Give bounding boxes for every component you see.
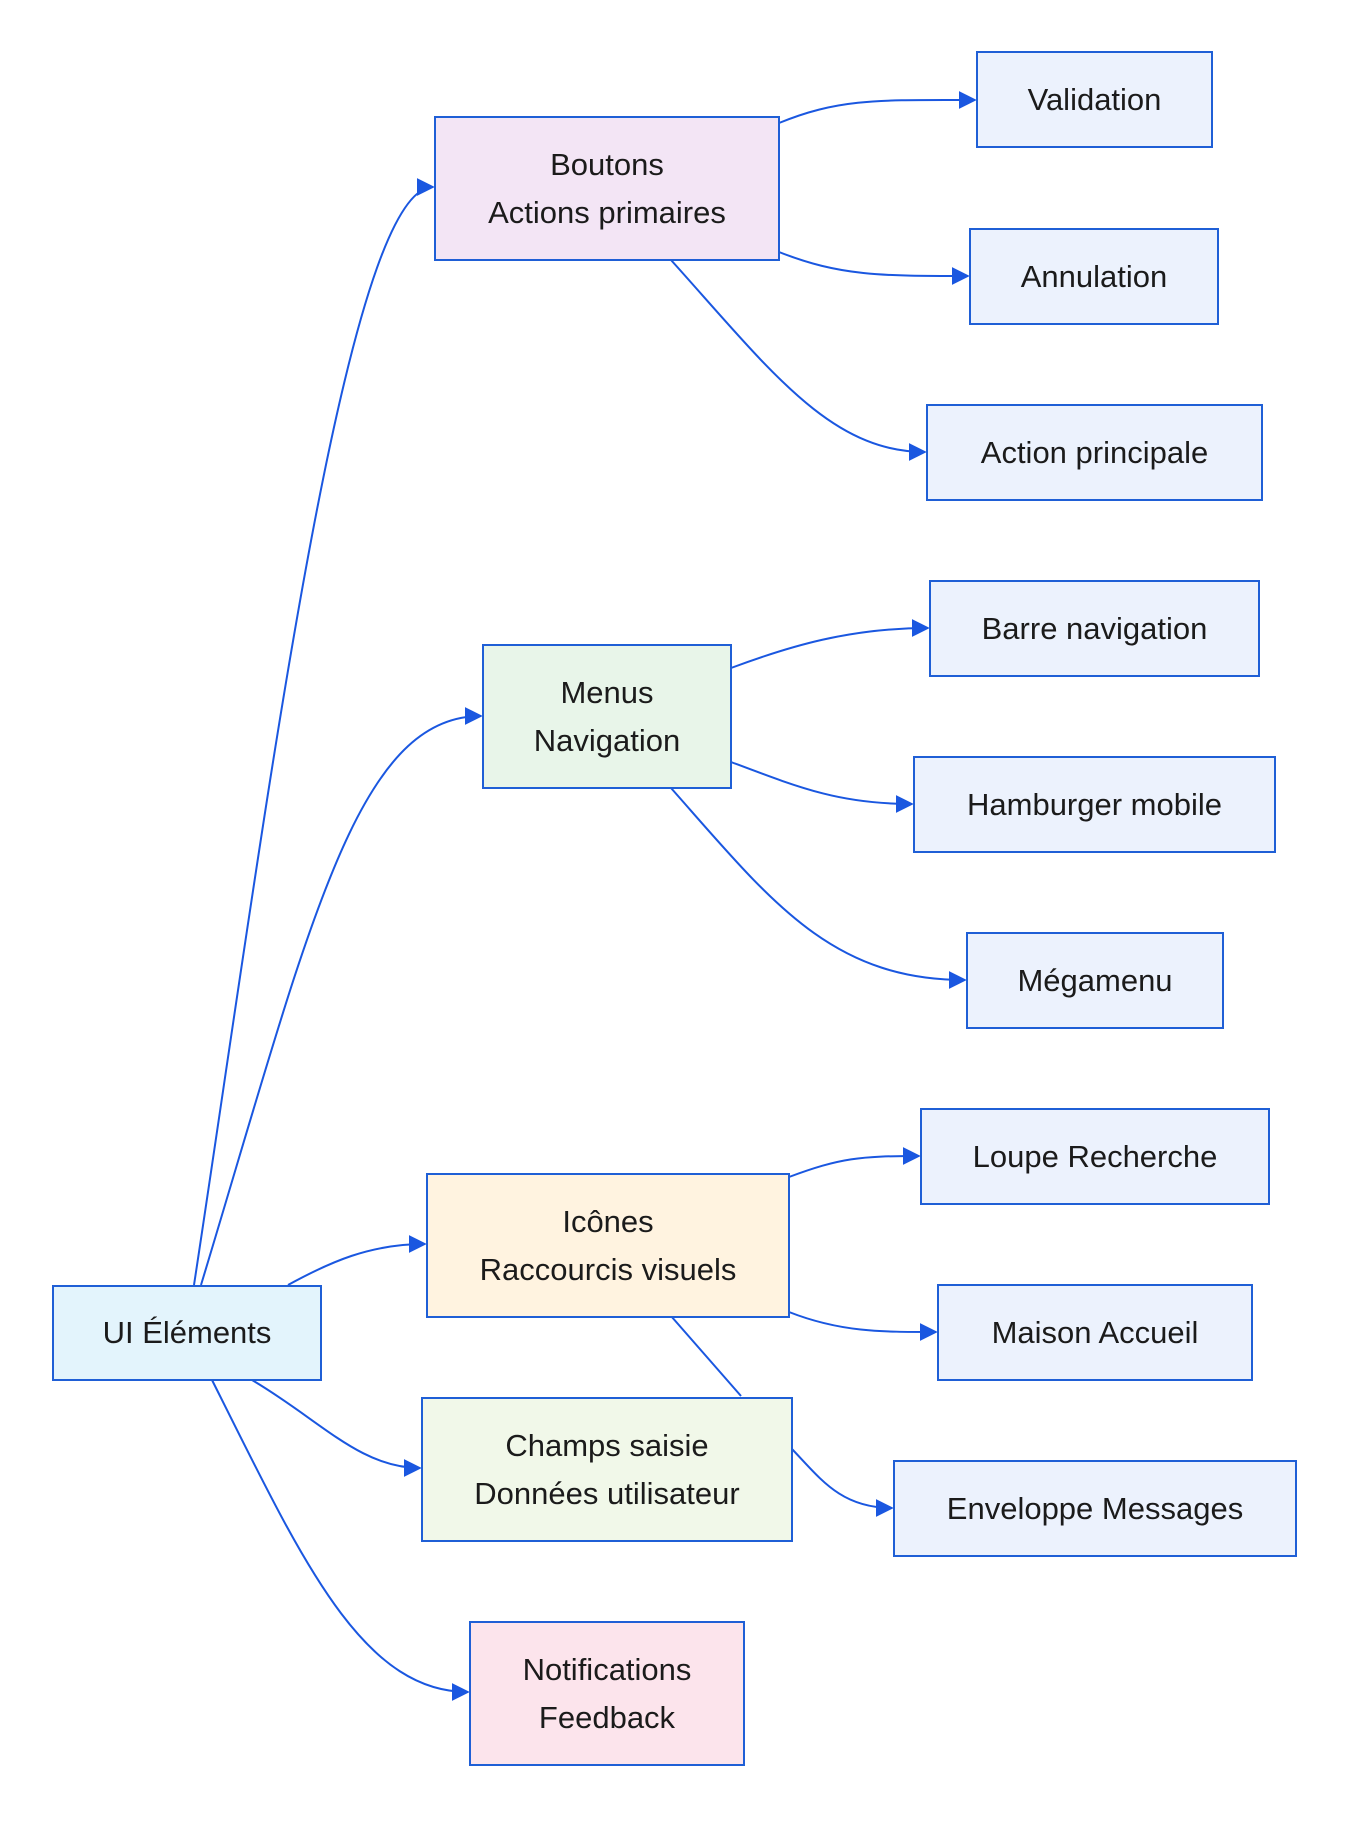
node-notifications-title: Notifications xyxy=(522,1651,692,1687)
edge-root-icones xyxy=(287,1235,427,1286)
edge-menus-megamenu xyxy=(670,787,967,989)
edge-root-menus xyxy=(200,707,483,1286)
node-action-principale-label: Action principale xyxy=(980,434,1209,470)
edge-menus-hamburger xyxy=(730,761,914,813)
node-loupe-recherche-label: Loupe Recherche xyxy=(972,1138,1218,1174)
node-megamenu[interactable]: Mégamenu xyxy=(966,932,1224,1029)
node-barre-navigation-label: Barre navigation xyxy=(981,610,1208,646)
node-icones[interactable]: Icônes Raccourcis visuels xyxy=(426,1173,790,1318)
node-menus-subtitle: Navigation xyxy=(533,722,681,758)
node-annulation-label: Annulation xyxy=(1020,258,1168,294)
edge-boutons-validation xyxy=(778,90,977,124)
node-icones-subtitle: Raccourcis visuels xyxy=(479,1251,737,1287)
node-champs-saisie-subtitle: Données utilisateur xyxy=(474,1475,740,1511)
node-ui-elements-label: UI Éléments xyxy=(102,1315,272,1350)
node-validation-label: Validation xyxy=(1027,81,1162,117)
edge-icones-enveloppe xyxy=(670,1315,892,1508)
node-maison-accueil-label: Maison Accueil xyxy=(991,1314,1199,1350)
node-maison-accueil[interactable]: Maison Accueil xyxy=(937,1284,1253,1381)
node-menus-title: Menus xyxy=(560,674,654,710)
edge-menus-barre-navigation xyxy=(730,619,930,669)
edge-root-boutons xyxy=(193,178,435,1286)
node-action-principale[interactable]: Action principale xyxy=(926,404,1263,501)
node-boutons[interactable]: Boutons Actions primaires xyxy=(434,116,780,261)
edge-boutons-annulation xyxy=(778,251,970,285)
node-validation[interactable]: Validation xyxy=(976,51,1213,148)
node-icones-title: Icônes xyxy=(562,1203,654,1239)
node-hamburger-mobile-label: Hamburger mobile xyxy=(967,786,1222,822)
node-annulation[interactable]: Annulation xyxy=(969,228,1219,325)
node-hamburger-mobile[interactable]: Hamburger mobile xyxy=(913,756,1276,853)
node-notifications-subtitle: Feedback xyxy=(538,1699,676,1735)
node-champs-saisie[interactable]: Champs saisie Données utilisateur xyxy=(421,1397,793,1542)
node-champs-saisie-title: Champs saisie xyxy=(505,1427,709,1463)
edge-root-champs xyxy=(251,1379,422,1477)
edge-boutons-action-principale xyxy=(670,259,927,461)
edge-root-notifications xyxy=(211,1379,470,1701)
node-menus[interactable]: Menus Navigation xyxy=(482,644,732,789)
node-boutons-title: Boutons xyxy=(550,146,664,182)
edge-icones-maison xyxy=(788,1311,938,1341)
node-enveloppe-messages[interactable]: Enveloppe Messages xyxy=(893,1460,1297,1557)
node-ui-elements[interactable]: UI Éléments xyxy=(52,1285,322,1381)
node-megamenu-label: Mégamenu xyxy=(1017,962,1173,998)
node-boutons-subtitle: Actions primaires xyxy=(488,194,726,230)
node-barre-navigation[interactable]: Barre navigation xyxy=(929,580,1260,677)
node-notifications[interactable]: Notifications Feedback xyxy=(469,1621,745,1766)
node-loupe-recherche[interactable]: Loupe Recherche xyxy=(920,1108,1270,1205)
edge-icones-loupe xyxy=(788,1147,921,1178)
node-enveloppe-messages-label: Enveloppe Messages xyxy=(946,1490,1244,1526)
